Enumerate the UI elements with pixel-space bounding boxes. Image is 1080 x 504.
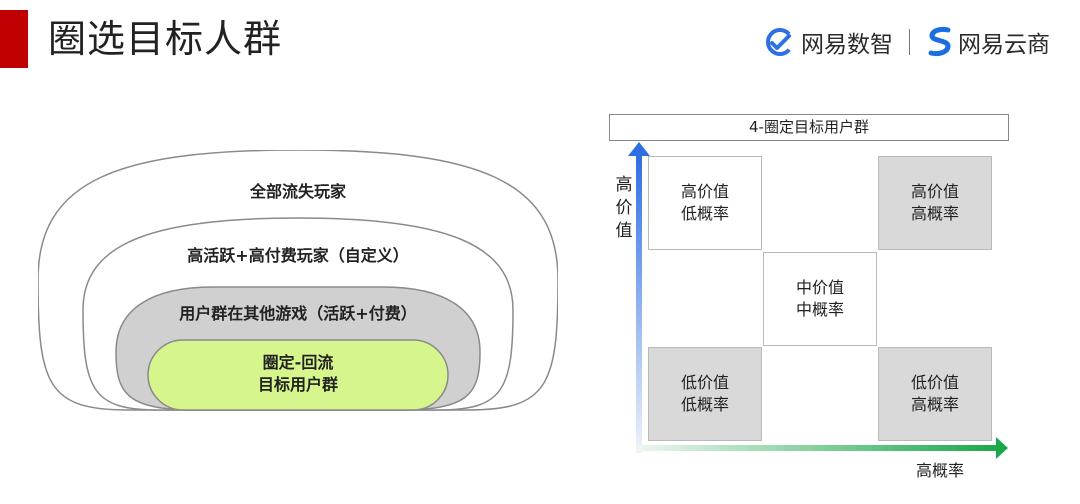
netease-yunshang-logo-icon xyxy=(928,26,951,57)
logo-netease-shuzhi: 网易数智 xyxy=(763,25,893,59)
matrix-header: 4-圈定目标用户群 xyxy=(609,114,1009,141)
logo-netease-yunshang-text: 网易云商 xyxy=(958,32,1050,58)
title-accent-bar xyxy=(0,10,28,68)
cell-line1: 高价值 xyxy=(680,182,729,201)
y-axis-line xyxy=(636,156,642,453)
cell-high-value-low-prob: 高价值 低概率 xyxy=(648,156,762,250)
x-axis-arrow-icon xyxy=(996,437,1008,459)
second-set-label: 高活跃+高付费玩家（自定义） xyxy=(187,246,409,265)
logo-netease-shuzhi-text: 网易数智 xyxy=(801,32,893,58)
netease-shuzhi-logo-icon xyxy=(766,28,794,56)
cell-high-value-high-prob: 高价值 高概率 xyxy=(878,156,992,250)
cell-line2: 高概率 xyxy=(910,395,959,414)
cell-low-value-low-prob: 低价值 低概率 xyxy=(648,347,762,441)
logo-separator xyxy=(909,29,910,55)
y-axis-label: 高价值 xyxy=(615,175,633,241)
y-axis-arrow-icon xyxy=(628,142,650,156)
cell-line1: 低价值 xyxy=(680,373,729,392)
brand-logos: 网易数智 网易云商 xyxy=(763,24,1050,60)
nested-sets-diagram: 全部流失玩家 高活跃+高付费玩家（自定义） 用户群在其他游戏（活跃+付费） 圈定… xyxy=(38,150,558,412)
nested-sets-shapes xyxy=(38,150,558,411)
cell-line1: 高价值 xyxy=(910,182,959,201)
core-set-shape xyxy=(147,339,449,411)
cell-line1: 低价值 xyxy=(910,373,959,392)
cell-line2: 低概率 xyxy=(680,204,729,223)
outer-set-label: 全部流失玩家 xyxy=(249,182,346,201)
core-set-label-line1: 圈定-回流 xyxy=(262,353,334,372)
matrix-axes xyxy=(628,142,1008,459)
cell-line1: 中价值 xyxy=(795,278,844,297)
x-axis-label: 高概率 xyxy=(916,461,965,480)
third-set-label: 用户群在其他游戏（活跃+付费） xyxy=(179,304,417,323)
value-probability-matrix: 4-圈定目标用户群 高价值 高价值 低概率 高价值 高概率 中价值 中概率 低价… xyxy=(606,112,1016,482)
x-axis-line xyxy=(636,445,998,451)
cell-low-value-high-prob: 低价值 高概率 xyxy=(878,347,992,441)
core-set-label-line2: 目标用户群 xyxy=(257,375,338,394)
cell-line2: 高概率 xyxy=(910,204,959,223)
cell-line2: 中概率 xyxy=(795,300,844,319)
logo-netease-yunshang: 网易云商 xyxy=(926,25,1050,59)
cell-mid-value-mid-prob: 中价值 中概率 xyxy=(763,252,877,346)
page-title: 圈选目标人群 xyxy=(48,17,283,61)
cell-line2: 低概率 xyxy=(680,395,729,414)
